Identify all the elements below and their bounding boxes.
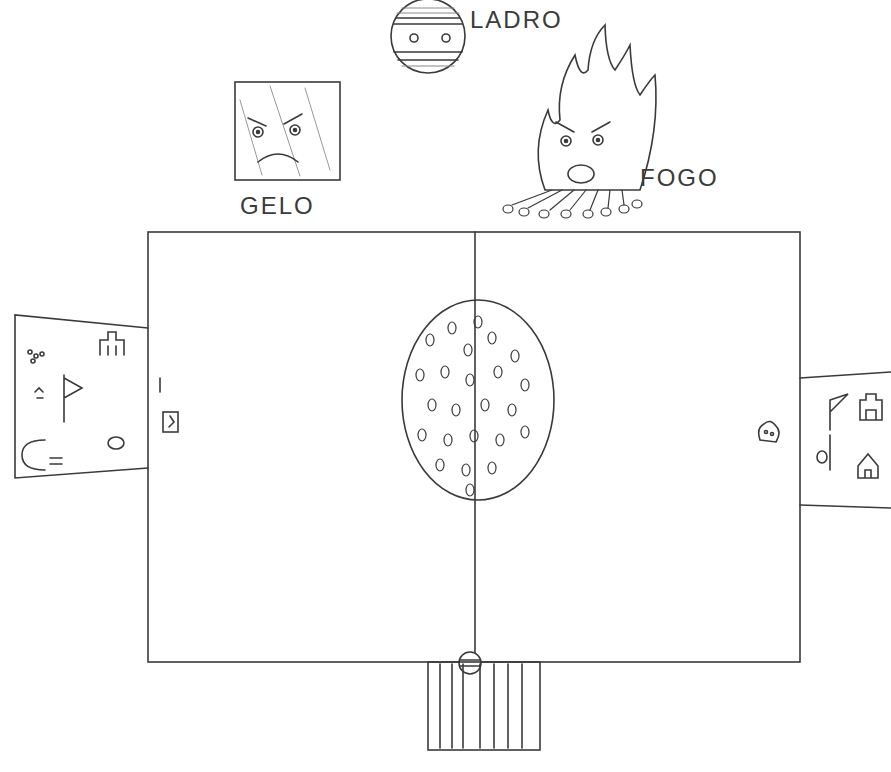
character-label: LADRO xyxy=(470,8,563,32)
bottom-bench xyxy=(428,662,540,750)
character-label: FOGO xyxy=(640,166,719,190)
thief-character xyxy=(391,0,465,73)
fire-character xyxy=(503,25,656,218)
ice-character xyxy=(235,82,340,180)
character-label: GELO xyxy=(240,194,315,218)
left-goal-area xyxy=(15,315,148,478)
court xyxy=(148,232,800,674)
right-goal-area xyxy=(759,372,891,508)
